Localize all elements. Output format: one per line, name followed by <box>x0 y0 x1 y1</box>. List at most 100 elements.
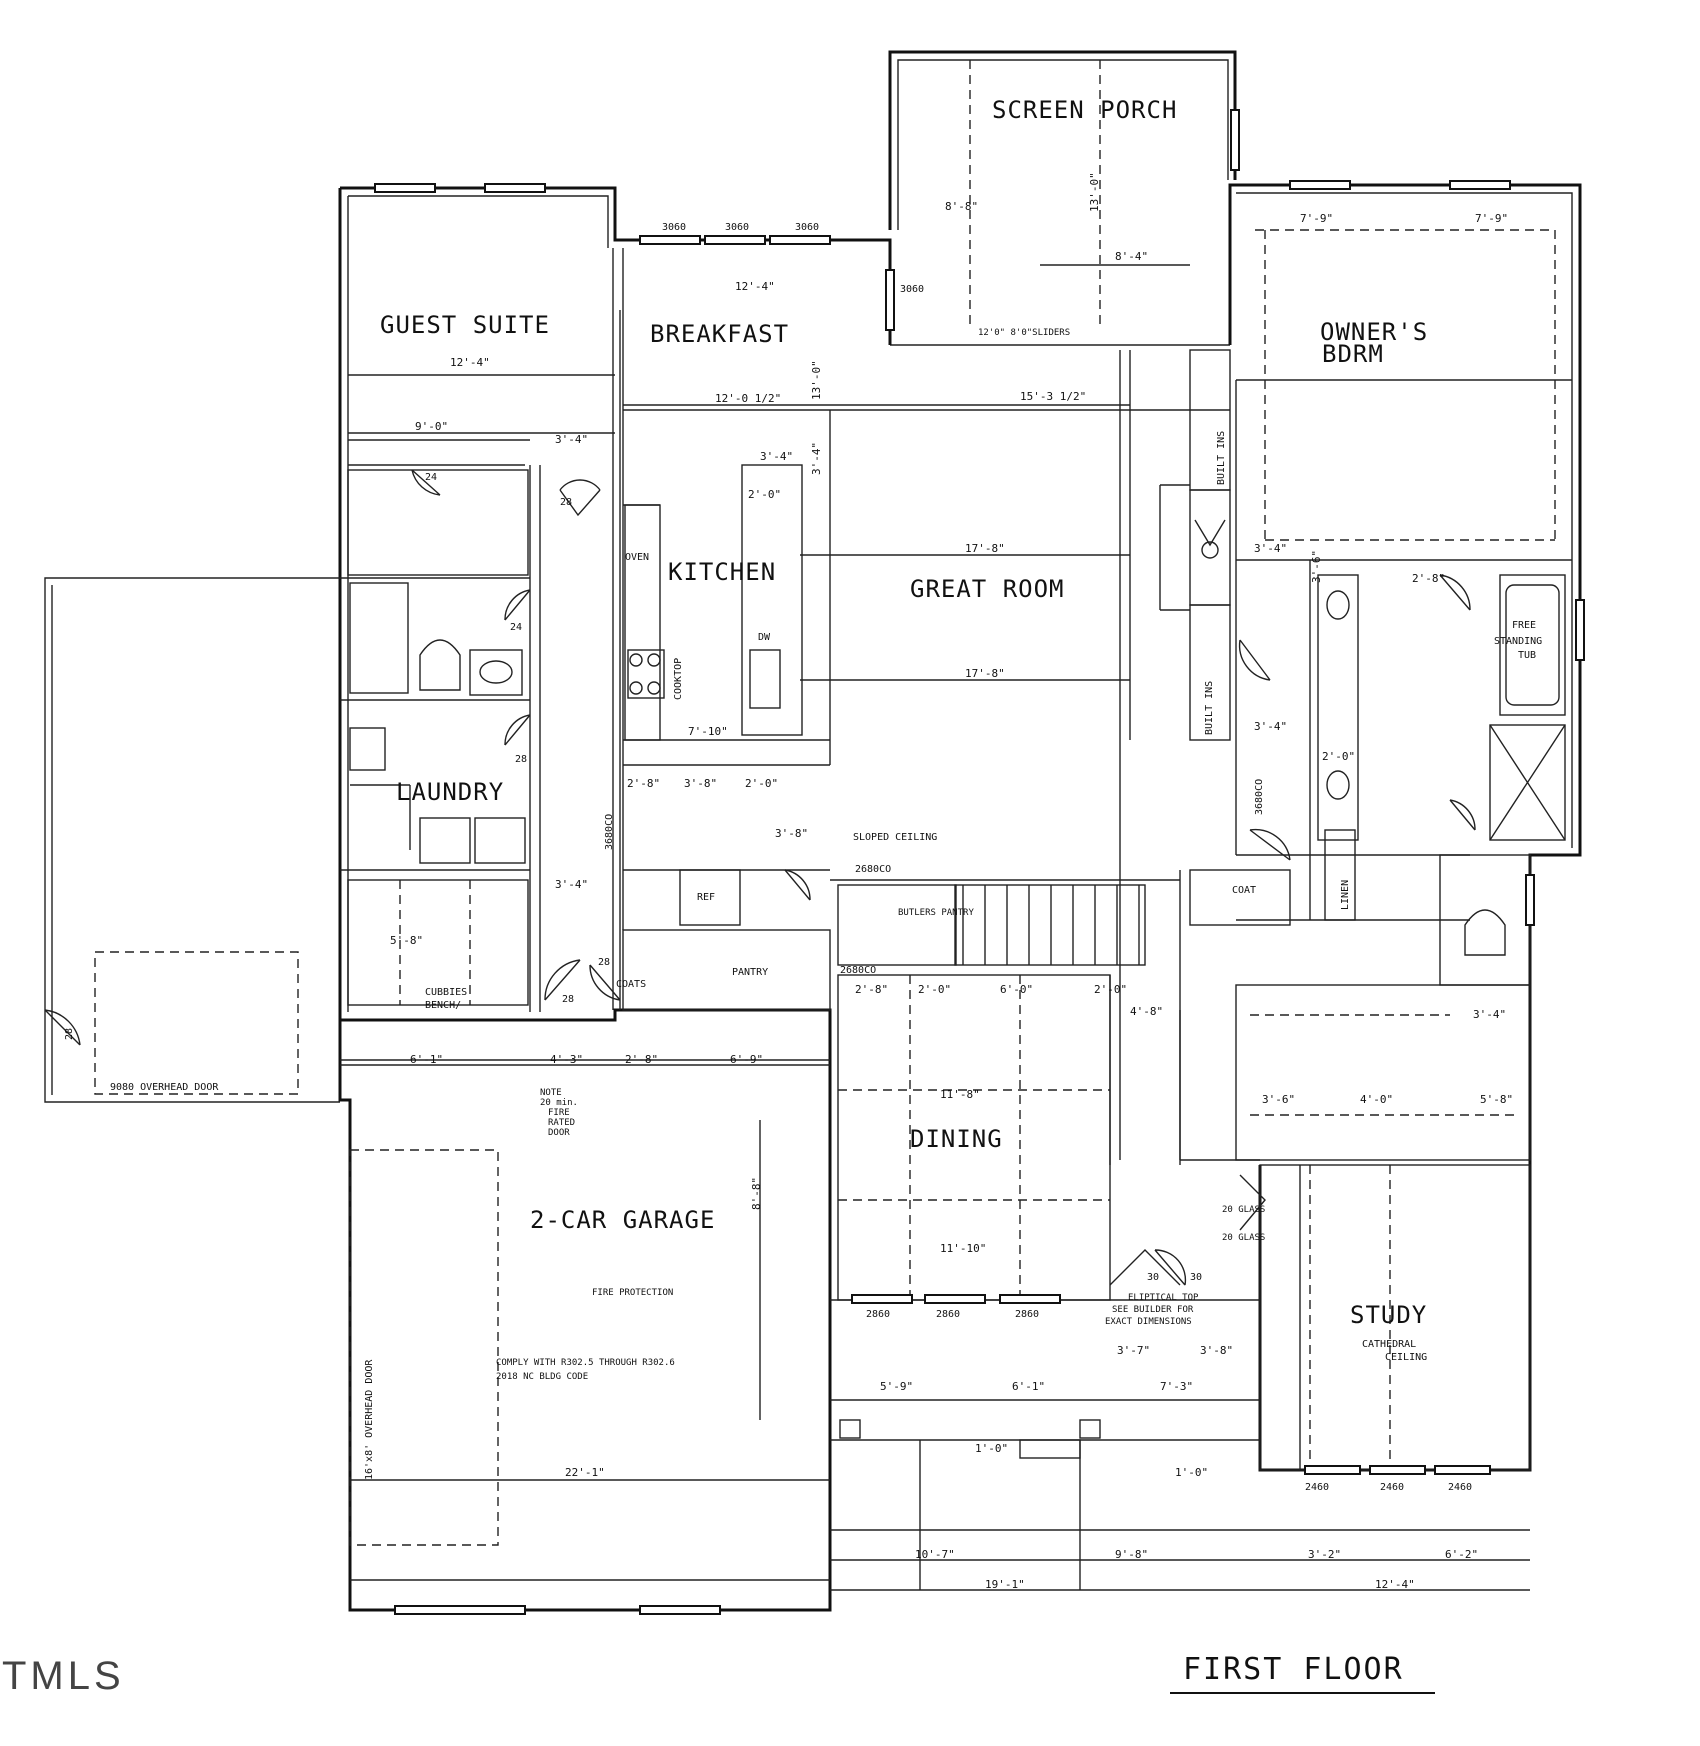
svg-text:3'-4": 3'-4" <box>810 442 823 475</box>
svg-text:2'-0": 2'-0" <box>1322 750 1355 763</box>
door-label-1: 24 <box>425 472 437 483</box>
door-label-6: 28 <box>562 994 574 1005</box>
svg-text:5'-8": 5'-8" <box>390 934 423 947</box>
svg-text:2'-0": 2'-0" <box>745 777 778 790</box>
label-bench: BENCH/ <box>425 1000 461 1011</box>
label-built-ins-upper: BUILT INS <box>1216 431 1227 485</box>
svg-text:5'-8": 5'-8" <box>1480 1093 1513 1106</box>
door-label-9: 28 <box>64 1028 75 1040</box>
label-standing: STANDING <box>1494 636 1542 647</box>
room-breakfast: BREAKFAST <box>650 320 789 348</box>
dimension-lines <box>340 310 1530 1561</box>
svg-text:2'-0": 2'-0" <box>1094 983 1127 996</box>
svg-text:7'-10": 7'-10" <box>688 725 728 738</box>
svg-text:4'-0": 4'-0" <box>1360 1093 1393 1106</box>
svg-text:11'-10": 11'-10" <box>940 1242 986 1255</box>
laundry-sink <box>349 727 386 771</box>
label-overhead-door-9: 9080 OVERHEAD DOOR <box>110 1082 219 1093</box>
toilet-owner <box>1464 909 1506 956</box>
svg-text:3'-4": 3'-4" <box>555 433 588 446</box>
svg-text:19'-1": 19'-1" <box>985 1578 1025 1591</box>
svg-text:3'-4": 3'-4" <box>1254 720 1287 733</box>
label-cooktop: COOKTOP <box>673 658 684 700</box>
svg-text:3'-4": 3'-4" <box>555 878 588 891</box>
window-label-2: 3060 <box>725 222 749 233</box>
washer <box>419 817 471 864</box>
svg-text:3'-8": 3'-8" <box>684 777 717 790</box>
door-label-4: 28 <box>515 754 527 765</box>
label-comply-1: COMPLY WITH R302.5 THROUGH R302.6 <box>496 1358 675 1368</box>
label-coats: COATS <box>616 979 646 990</box>
svg-text:6'-2": 6'-2" <box>1445 1548 1478 1561</box>
label-pantry: PANTRY <box>732 967 768 978</box>
label-eliptical-2: SEE BUILDER FOR <box>1112 1305 1194 1315</box>
svg-text:12'-4": 12'-4" <box>450 356 490 369</box>
svg-text:2'-0": 2'-0" <box>918 983 951 996</box>
label-note-5: DOOR <box>548 1128 570 1138</box>
label-note-1: NOTE <box>540 1088 562 1098</box>
svg-text:3'-4": 3'-4" <box>1254 542 1287 555</box>
svg-text:13'-0": 13'-0" <box>1088 172 1101 212</box>
label-cathedral: CATHEDRAL <box>1362 1339 1416 1350</box>
svg-text:7'-9": 7'-9" <box>1300 212 1333 225</box>
label-overhead-door-16: 16'x8' OVERHEAD DOOR <box>364 1359 375 1480</box>
svg-text:13'-0": 13'-0" <box>810 360 823 400</box>
cooktop <box>627 649 665 699</box>
room-study: STUDY <box>1350 1301 1427 1329</box>
label-tub: TUB <box>1518 650 1536 661</box>
svg-text:8'-8": 8'-8" <box>750 1177 763 1210</box>
window-label-5: 2860 <box>936 1309 960 1320</box>
svg-text:6'-9": 6'-9" <box>730 1053 763 1066</box>
parking-pad <box>94 951 299 1095</box>
room-owners-bdrm-line1: OWNER'S <box>1320 318 1428 346</box>
svg-text:5'-9": 5'-9" <box>880 1380 913 1393</box>
svg-text:15'-3 1/2": 15'-3 1/2" <box>1020 390 1086 403</box>
label-20-glass-1: 20 GLASS <box>1222 1205 1265 1215</box>
svg-text:12'-0 1/2": 12'-0 1/2" <box>715 392 781 405</box>
svg-text:8'-8": 8'-8" <box>945 200 978 213</box>
fireplace <box>1189 489 1231 606</box>
svg-text:3'-2": 3'-2" <box>1308 1548 1341 1561</box>
svg-text:4'-3": 4'-3" <box>550 1053 583 1066</box>
svg-text:6'-1": 6'-1" <box>1012 1380 1045 1393</box>
vanity-upper <box>1317 574 1359 841</box>
guest-tub <box>349 582 409 694</box>
label-2680-2: 2680CO <box>840 965 876 976</box>
room-great-room: GREAT ROOM <box>910 575 1065 603</box>
label-dw: DW <box>758 632 771 643</box>
label-cubbies: CUBBIES <box>425 987 467 998</box>
label-sloped-ceiling: SLOPED CEILING <box>853 832 937 843</box>
room-laundry: LAUNDRY <box>396 778 504 806</box>
window-label-7: 2460 <box>1305 1482 1329 1493</box>
svg-text:3'-4": 3'-4" <box>1473 1008 1506 1021</box>
svg-text:3'-6": 3'-6" <box>1262 1093 1295 1106</box>
svg-text:6'-0": 6'-0" <box>1000 983 1033 996</box>
svg-text:7'-9": 7'-9" <box>1475 212 1508 225</box>
svg-text:4'-8": 4'-8" <box>1130 1005 1163 1018</box>
door-swings <box>44 469 1476 1286</box>
window-label-4: 2860 <box>866 1309 890 1320</box>
door-label-7: 30 <box>1147 1272 1159 1283</box>
windows <box>374 109 1585 1615</box>
svg-text:17'-8": 17'-8" <box>965 542 1005 555</box>
door-label-3: 24 <box>510 622 522 633</box>
svg-text:22'-1": 22'-1" <box>565 1466 605 1479</box>
door-label-5: 28 <box>598 957 610 968</box>
dryer <box>474 817 526 864</box>
page-title: FIRST FLOOR <box>1183 1652 1404 1687</box>
house-inner-walls <box>347 192 1573 1012</box>
svg-text:12'-4": 12'-4" <box>1375 1578 1415 1591</box>
label-note-4: RATED <box>548 1118 575 1128</box>
svg-text:1'-0": 1'-0" <box>975 1442 1008 1455</box>
svg-text:2'-8": 2'-8" <box>625 1053 658 1066</box>
label-note-3: FIRE <box>548 1108 570 1118</box>
watermark-logo: TMLS <box>2 1654 125 1698</box>
label-eliptical-3: EXACT DIMENSIONS <box>1105 1317 1192 1327</box>
built-ins-upper <box>1189 349 1231 491</box>
svg-text:7'-3": 7'-3" <box>1160 1380 1193 1393</box>
room-kitchen: KITCHEN <box>668 558 776 586</box>
butlers-pantry <box>837 884 957 966</box>
label-fire-protection: FIRE PROTECTION <box>592 1288 673 1298</box>
svg-text:10'-7": 10'-7" <box>915 1548 955 1561</box>
